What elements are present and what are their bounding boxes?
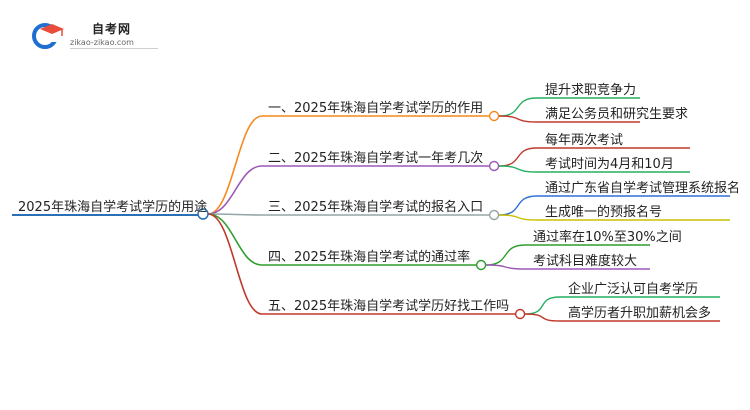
leaf-connector — [486, 264, 526, 270]
leaf-connector — [499, 97, 538, 117]
leaf-topic[interactable]: 考试时间为4月和10月 — [545, 157, 674, 172]
branch-connector — [207, 213, 263, 315]
leaf-connector — [499, 147, 538, 167]
branch-topic[interactable]: 五、2025年珠海自学考试学历好找工作吗 — [268, 299, 510, 314]
root-node — [197, 208, 209, 220]
leaf-topic[interactable]: 每年两次考试 — [545, 133, 624, 148]
leaf-topic[interactable]: 生成唯一的预报名号 — [545, 205, 663, 220]
branch-node — [488, 110, 500, 122]
branch-node — [488, 209, 500, 221]
branch-node — [475, 259, 487, 271]
graduation-cap-icon — [32, 23, 64, 49]
leaf-topic[interactable]: 通过率在10%至30%之间 — [533, 230, 682, 245]
leaf-connector — [499, 165, 538, 173]
branch-node — [514, 308, 526, 320]
leaf-topic[interactable]: 企业广泛认可自考学历 — [568, 282, 699, 297]
leaf-connector — [525, 313, 561, 322]
leaf-connector — [525, 296, 561, 315]
leaf-topic[interactable]: 高学历者升职加薪机会多 — [568, 306, 712, 321]
root-topic[interactable]: 2025年珠海自学考试学历的用途 — [18, 200, 208, 215]
branch-topic[interactable]: 二、2025年珠海自学考试一年考几次 — [268, 151, 484, 166]
leaf-topic[interactable]: 满足公务员和研究生要求 — [545, 107, 689, 122]
leaf-topic[interactable]: 考试科目难度较大 — [533, 254, 638, 269]
leaf-connector — [499, 115, 538, 123]
branch-connector — [207, 165, 263, 215]
branch-topic[interactable]: 三、2025年珠海自学考试的报名入口 — [268, 200, 484, 215]
branch-connector — [207, 213, 263, 216]
branch-node — [488, 160, 500, 172]
logo-url: zikao-zikao.com — [70, 38, 134, 47]
leaf-connector — [486, 244, 526, 266]
branch-connector — [207, 213, 263, 266]
logo-title: 自考网 — [92, 22, 132, 36]
branch-connector — [207, 115, 263, 215]
leaf-topic[interactable]: 提升求职竞争力 — [545, 83, 637, 98]
leaf-connector — [499, 195, 538, 216]
branch-topic[interactable]: 四、2025年珠海自学考试的通过率 — [268, 250, 471, 265]
leaf-topic[interactable]: 通过广东省自学考试管理系统报名 — [545, 181, 741, 196]
branch-topic[interactable]: 一、2025年珠海自学考试学历的作用 — [268, 101, 484, 116]
leaf-connector — [499, 214, 538, 221]
logo-divider — [70, 48, 158, 49]
